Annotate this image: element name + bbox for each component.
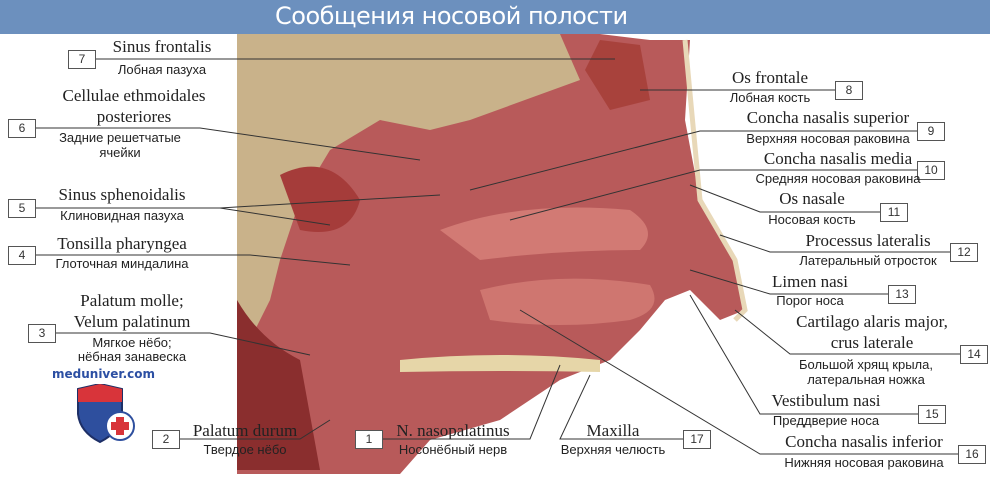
label-number: 12 [950, 243, 978, 262]
label-number: 13 [888, 285, 916, 304]
latin-label: Tonsilla pharyngea [57, 234, 187, 253]
russian-label: Преддверие носа [772, 413, 880, 428]
label-number: 15 [918, 405, 946, 424]
latin-label: Sinus sphenoidalis [58, 185, 186, 204]
latin-label: posteriores [96, 107, 172, 126]
russian-label: Нижняя носовая раковина [784, 455, 944, 470]
latin-label: Limen nasi [771, 272, 849, 291]
russian-label: Мягкое нёбо; [92, 335, 172, 350]
title-bar: Сообщения носовой полости [0, 0, 990, 34]
latin-label: Velum palatinum [73, 312, 191, 331]
label-number: 7 [68, 50, 96, 69]
label-number: 16 [958, 445, 986, 464]
label-number: 5 [8, 199, 36, 218]
russian-label: латеральная ножка [807, 372, 925, 387]
russian-label: Верхняя челюсть [560, 442, 666, 457]
latin-label: Concha nasalis media [763, 149, 913, 168]
shield-cross-logo-icon [77, 384, 135, 444]
russian-label: ячейки [99, 145, 141, 160]
label-number: 10 [917, 161, 945, 180]
label-number: 11 [880, 203, 908, 222]
russian-label: нёбная занавеска [77, 349, 187, 364]
latin-label: Os nasale [779, 189, 845, 208]
label-number: 2 [152, 430, 180, 449]
russian-label: Порог носа [776, 293, 844, 308]
latin-label: Concha nasalis inferior [785, 432, 943, 451]
russian-label: Лобная пазуха [117, 62, 207, 77]
russian-label: Носонёбный нерв [398, 442, 508, 457]
label-number: 1 [355, 430, 383, 449]
latin-label: Processus lateralis [805, 231, 931, 250]
latin-label: Sinus frontalis [112, 37, 212, 56]
russian-label: Твердое нёбо [203, 442, 287, 457]
latin-label: Palatum durum [192, 421, 298, 440]
latin-label: Os frontale [731, 68, 809, 87]
russian-label: Латеральный отросток [799, 253, 937, 268]
russian-label: Большой хрящ крыла, [799, 357, 933, 372]
latin-label: Palatum molle; [80, 291, 184, 310]
latin-label: Cartilago alaris major, [796, 312, 948, 331]
label-number: 17 [683, 430, 711, 449]
latin-label: crus laterale [830, 333, 914, 352]
page-title: Сообщения носовой полости [275, 2, 628, 30]
russian-label: Лобная кость [729, 90, 811, 105]
label-number: 14 [960, 345, 988, 364]
latin-label: Concha nasalis superior [746, 108, 910, 127]
latin-label: Maxilla [586, 421, 640, 440]
russian-label: Средняя носовая раковина [755, 171, 921, 186]
latin-label: Vestibulum nasi [771, 391, 881, 410]
russian-label: Глоточная миндалина [55, 256, 189, 271]
russian-label: Задние решетчатые [59, 130, 181, 145]
latin-label: N. nasopalatinus [396, 421, 510, 440]
russian-label: Верхняя носовая раковина [746, 131, 910, 146]
label-number: 4 [8, 246, 36, 265]
label-number: 8 [835, 81, 863, 100]
label-number: 6 [8, 119, 36, 138]
label-number: 9 [917, 122, 945, 141]
russian-label: Клиновидная пазуха [60, 208, 184, 223]
label-number: 3 [28, 324, 56, 343]
russian-label: Носовая кость [768, 212, 856, 227]
watermark: meduniver.com [52, 367, 156, 381]
latin-label: Cellulae ethmoidales [62, 86, 206, 105]
